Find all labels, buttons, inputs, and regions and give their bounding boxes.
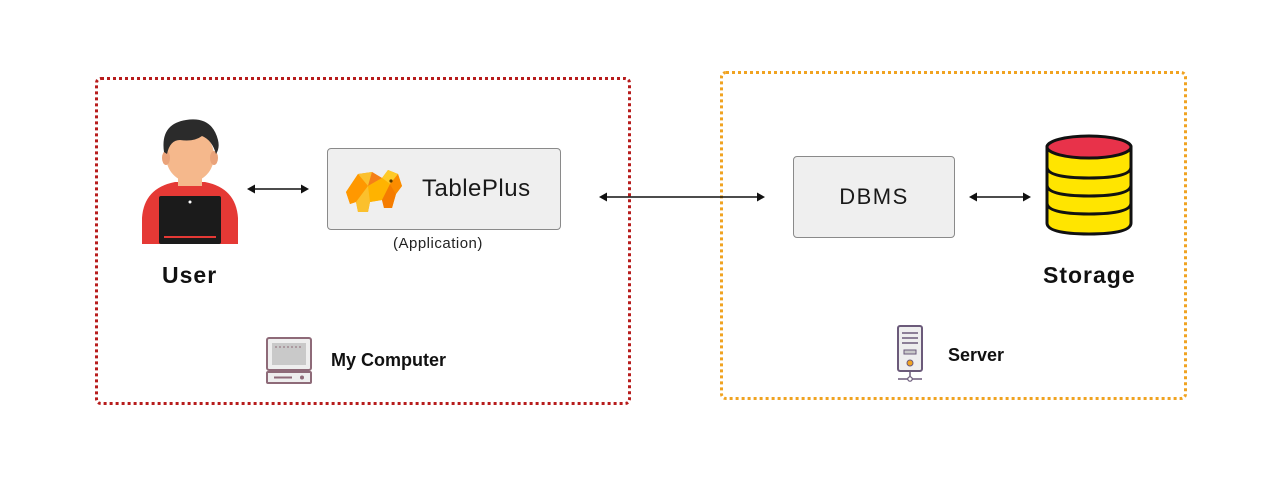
storage-label: Storage (1043, 262, 1136, 288)
server-zone (720, 71, 1187, 400)
my-computer-zone (95, 77, 631, 405)
dbms-label: DBMS (839, 184, 909, 209)
user-laptop-icon (142, 119, 238, 244)
server-label: Server (948, 345, 1005, 365)
server-icon (897, 325, 923, 382)
tableplus-label: TablePlus (422, 175, 531, 202)
arrow-user-tableplus (247, 184, 309, 194)
user-label: User (162, 262, 218, 288)
application-sublabel: (Application) (393, 235, 483, 252)
elephant-logo-icon (346, 170, 402, 212)
database-icon (1045, 134, 1133, 236)
dbms-box: DBMS (793, 156, 955, 238)
tableplus-app-box: TablePlus (327, 148, 561, 230)
arrow-tableplus-dbms (599, 192, 765, 202)
computer-icon (266, 337, 312, 384)
my-computer-label: My Computer (331, 350, 447, 370)
arrow-dbms-storage (969, 192, 1031, 202)
